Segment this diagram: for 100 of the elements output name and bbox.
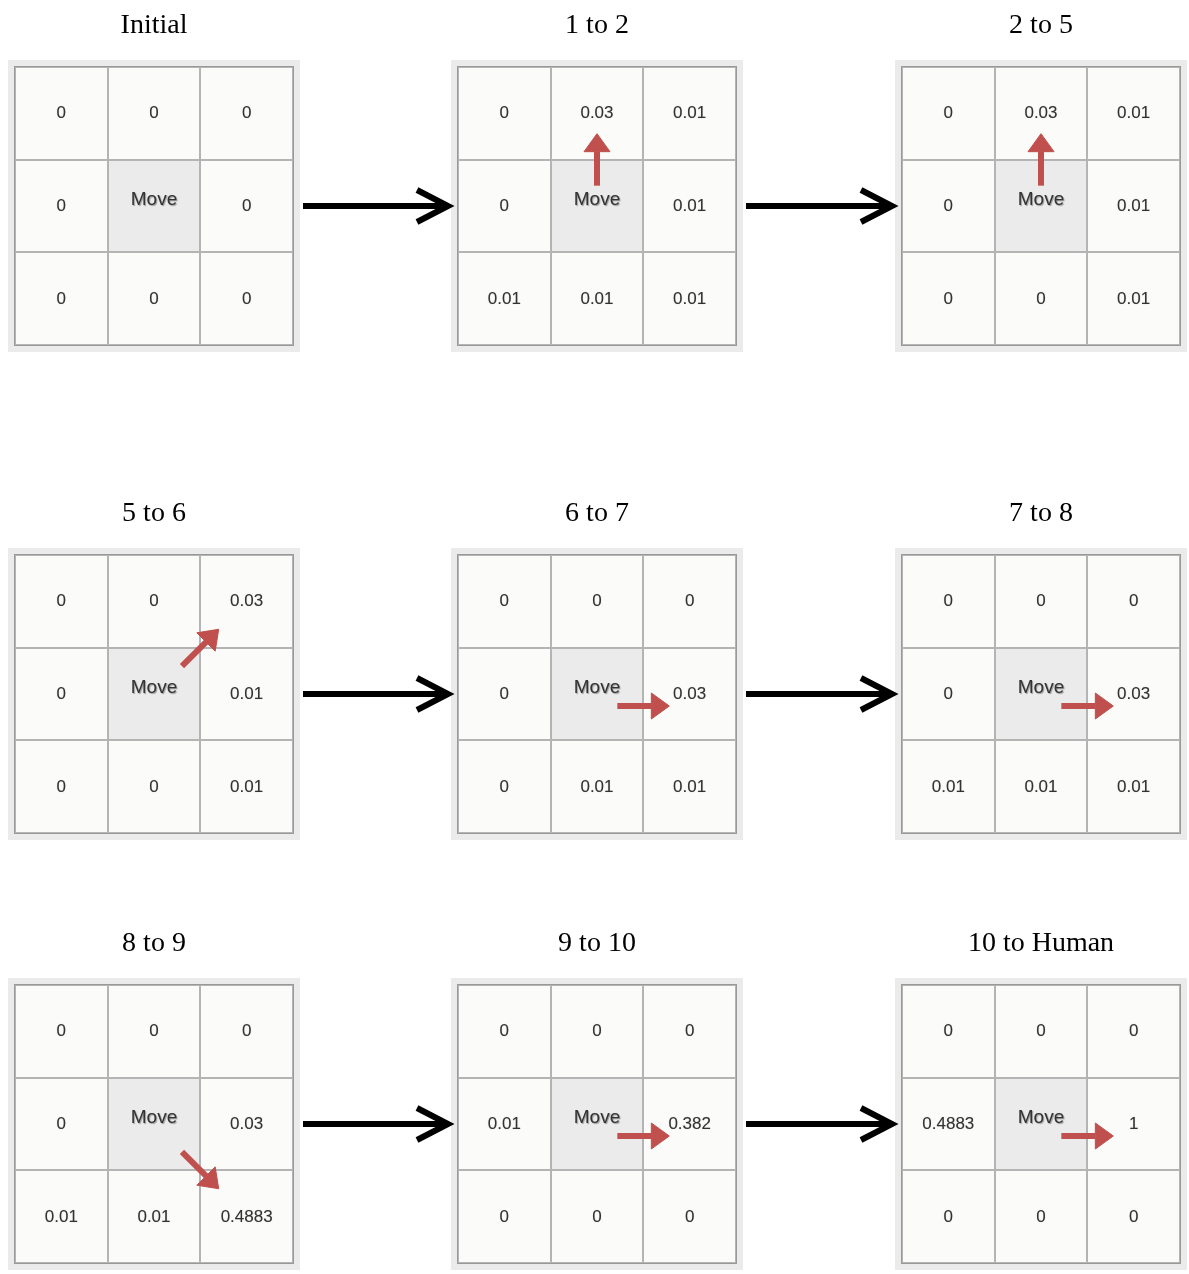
value-cell: 0.01 <box>458 252 551 345</box>
panel-title: 10 to Human <box>966 926 1116 958</box>
move-cell: Move <box>994 1077 1088 1171</box>
value-cell: 0 <box>458 555 551 648</box>
arrow <box>746 1105 899 1143</box>
value-cell: 0.01 <box>1087 159 1180 253</box>
value-cell: 0 <box>107 252 201 345</box>
arrow <box>303 1105 455 1143</box>
panel-title: Initial <box>119 8 189 40</box>
value-cell: 0 <box>1087 1170 1180 1263</box>
panel-title: 1 to 2 <box>564 8 630 40</box>
value-cell: 0.01 <box>458 1077 551 1171</box>
value-cell: 0.01 <box>1087 67 1180 160</box>
value-cell: 0 <box>15 252 108 345</box>
value-cell: 0 <box>458 159 551 253</box>
panel-title: 8 to 9 <box>121 926 187 958</box>
value-cell: 0 <box>458 740 551 833</box>
value-cell: 0.4883 <box>902 1077 995 1171</box>
value-cell: 0 <box>200 985 293 1078</box>
value-cell: 0.01 <box>994 740 1088 833</box>
move-cell: Move <box>550 647 644 741</box>
value-cell: 0 <box>15 985 108 1078</box>
value-cell: 0.01 <box>200 647 293 741</box>
move-arrow <box>1027 133 1055 186</box>
value-cell: 0 <box>15 740 108 833</box>
arrow <box>303 187 455 225</box>
panel-title: 5 to 6 <box>121 496 187 528</box>
value-cell: 0.03 <box>994 67 1088 160</box>
value-cell: 0 <box>15 67 108 160</box>
value-cell: 0.01 <box>200 740 293 833</box>
panel-title: 2 to 5 <box>1008 8 1074 40</box>
value-cell: 0 <box>458 985 551 1078</box>
value-cell: 0.01 <box>643 740 736 833</box>
value-cell: 0 <box>1087 985 1180 1078</box>
value-cell: 0.382 <box>643 1077 736 1171</box>
move-arrow <box>1061 1122 1114 1150</box>
move-cell: Move <box>107 159 201 253</box>
move-arrow <box>617 1122 670 1150</box>
value-cell: 0 <box>107 555 201 648</box>
value-cell: 0 <box>458 647 551 741</box>
value-cell: 0 <box>458 67 551 160</box>
move-arrow <box>179 628 220 669</box>
value-cell: 0 <box>550 1170 644 1263</box>
value-cell: 0.01 <box>550 252 644 345</box>
value-cell: 0 <box>107 740 201 833</box>
move-arrow <box>617 692 670 720</box>
move-cell: Move <box>550 1077 644 1171</box>
value-cell: 0 <box>1087 555 1180 648</box>
value-cell: 0 <box>994 555 1088 648</box>
arrow <box>746 187 899 225</box>
value-cell: 1 <box>1087 1077 1180 1171</box>
value-cell: 0 <box>643 985 736 1078</box>
value-cell: 0 <box>994 1170 1088 1263</box>
value-cell: 0 <box>994 985 1088 1078</box>
value-cell: 0 <box>200 252 293 345</box>
value-cell: 0 <box>200 67 293 160</box>
value-cell: 0 <box>15 1077 108 1171</box>
value-cell: 0.03 <box>550 67 644 160</box>
value-cell: 0 <box>107 67 201 160</box>
value-cell: 0.01 <box>15 1170 108 1263</box>
value-cell: 0 <box>550 555 644 648</box>
value-cell: 0 <box>902 985 995 1078</box>
value-cell: 0 <box>15 647 108 741</box>
value-cell: 0 <box>458 1170 551 1263</box>
move-arrow <box>179 1149 220 1190</box>
value-cell: 0.01 <box>550 740 644 833</box>
value-cell: 0.03 <box>200 555 293 648</box>
move-cell: Move <box>994 159 1088 253</box>
value-cell: 0 <box>643 555 736 648</box>
value-cell: 0 <box>107 985 201 1078</box>
value-cell: 0 <box>902 1170 995 1263</box>
value-cell: 0 <box>902 159 995 253</box>
value-cell: 0.01 <box>1087 740 1180 833</box>
move-cell: Move <box>107 1077 201 1171</box>
value-cell: 0.01 <box>107 1170 201 1263</box>
panel-title: 7 to 8 <box>1008 496 1074 528</box>
value-cell: 0.01 <box>902 740 995 833</box>
value-cell: 0.01 <box>643 159 736 253</box>
value-cell: 0 <box>550 985 644 1078</box>
move-arrow <box>583 133 611 186</box>
move-arrow <box>1061 692 1114 720</box>
value-cell: 0 <box>643 1170 736 1263</box>
value-cell: 0.01 <box>643 67 736 160</box>
value-cell: 0.01 <box>643 252 736 345</box>
value-cell: 0 <box>902 555 995 648</box>
value-cell: 0.03 <box>200 1077 293 1171</box>
value-cell: 0.4883 <box>200 1170 293 1263</box>
panel-title: 9 to 10 <box>557 926 637 958</box>
value-cell: 0 <box>200 159 293 253</box>
value-cell: 0.03 <box>643 647 736 741</box>
value-cell: 0 <box>902 647 995 741</box>
move-cell: Move <box>550 159 644 253</box>
value-cell: 0.01 <box>1087 252 1180 345</box>
value-cell: 0 <box>994 252 1088 345</box>
value-cell: 0.03 <box>1087 647 1180 741</box>
panel-title: 6 to 7 <box>564 496 630 528</box>
move-cell: Move <box>107 647 201 741</box>
value-cell: 0 <box>902 252 995 345</box>
arrow <box>746 675 899 713</box>
arrow <box>303 675 455 713</box>
